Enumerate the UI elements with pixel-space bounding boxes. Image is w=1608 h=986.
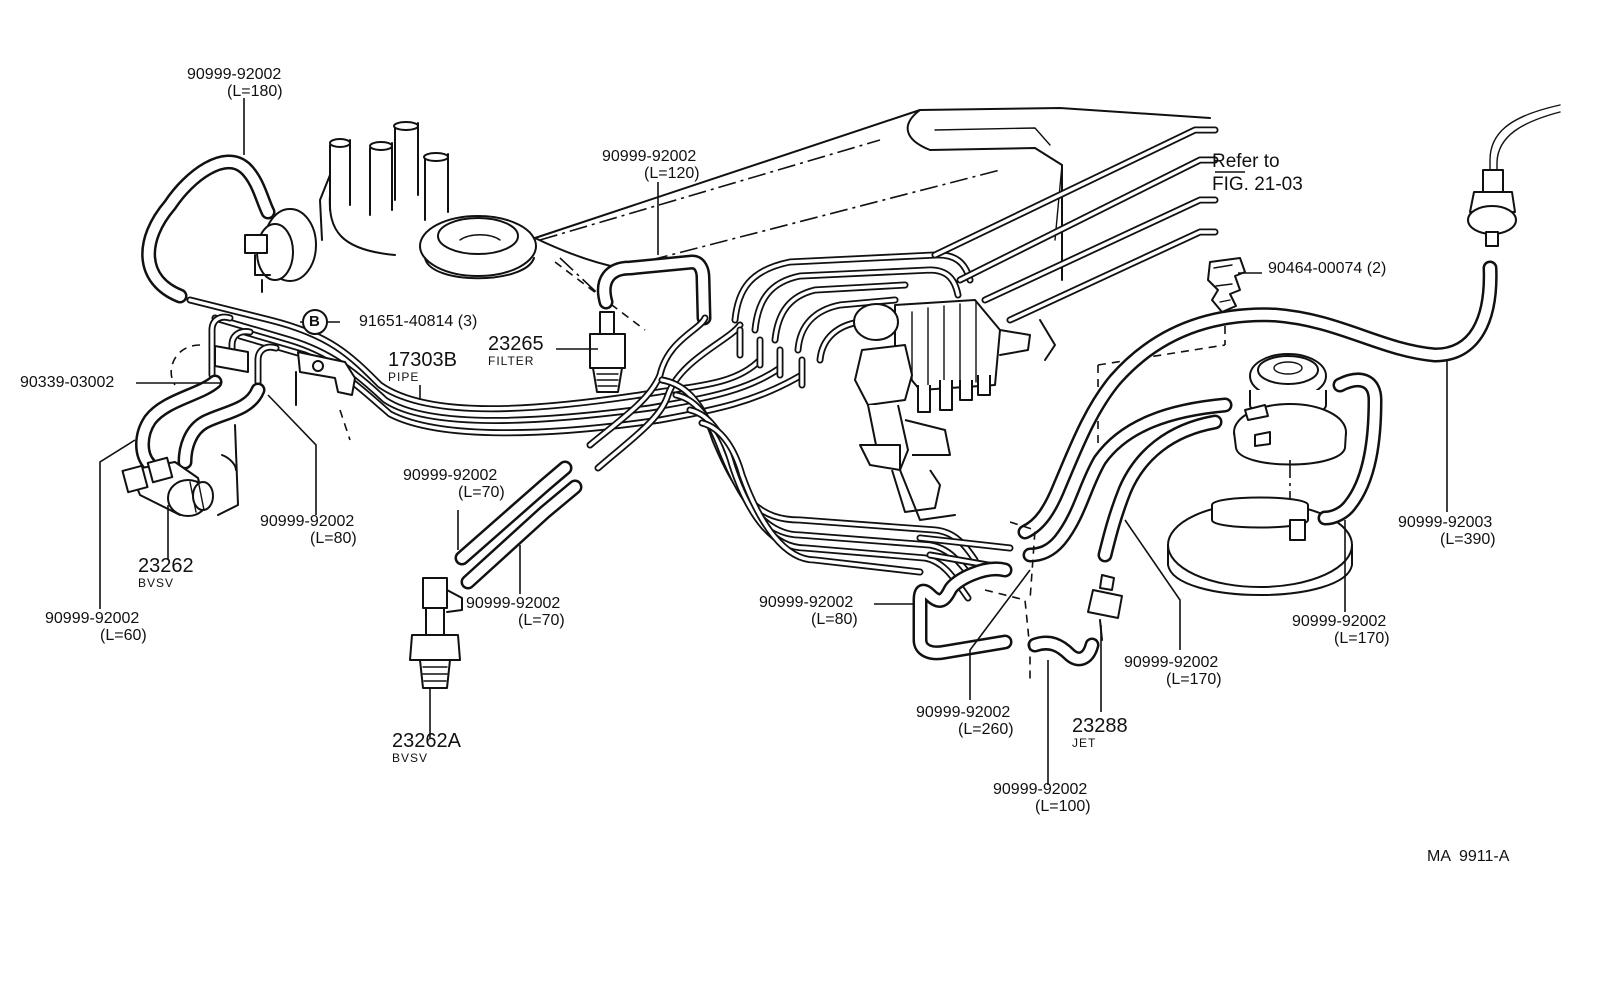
part-number: 90999-92002 — [260, 513, 355, 530]
label-jet-23288: 23288 JET — [1072, 716, 1128, 750]
part-number: 90999-92002 — [403, 467, 498, 484]
hose-l100 — [1027, 635, 1100, 667]
hose-l170-right — [1317, 372, 1383, 526]
label-hose-l390: 90999-92003 (L=390) — [1398, 514, 1496, 548]
part-name: PIPE — [388, 370, 420, 384]
label-clip-90464: 90464-00074 (2) — [1268, 260, 1386, 277]
filter-23265 — [589, 311, 626, 393]
hose-l170-mid — [1097, 414, 1223, 563]
part-number: 90999-92002 — [466, 595, 561, 612]
part-number: 17303B — [388, 349, 457, 371]
jet-23288 — [1087, 574, 1123, 641]
reference-line1: Refer to — [1212, 151, 1280, 172]
part-name: JET — [1072, 736, 1097, 750]
distributor-cap — [319, 121, 449, 256]
part-number: 91651-40814 (3) — [359, 313, 478, 330]
part-number: 90999-92003 — [1398, 514, 1493, 531]
label-bolt-91651: 91651-40814 (3) — [359, 313, 477, 330]
pipe-bundle-upper — [731, 126, 1245, 389]
hose-length: (L=120) — [644, 165, 700, 182]
part-number: 90464-00074 (2) — [1268, 260, 1387, 277]
reference-line2: FIG. 21-03 — [1212, 174, 1303, 195]
label-hose-l170-right: 90999-92002 (L=170) — [1292, 613, 1390, 647]
vacuum-actuator-left — [244, 208, 317, 293]
part-number: 90999-92002 — [1124, 654, 1219, 671]
part-name: FILTER — [488, 354, 535, 368]
hose-length: (L=100) — [1035, 798, 1091, 815]
marker-letter: B — [309, 313, 320, 330]
label-hose-l80-left: 90999-92002 (L=80) — [260, 513, 357, 547]
hose-l70-top — [454, 460, 573, 566]
leader-lines — [99, 98, 1448, 785]
part-name: BVSV — [392, 751, 429, 765]
part-number: 90339-03002 — [20, 374, 115, 391]
hose-length: (L=70) — [518, 612, 565, 629]
hose-l180 — [141, 154, 276, 304]
part-number: 23262A — [392, 730, 461, 752]
bolt-marker-circle — [302, 309, 328, 335]
sensor-top-right — [1467, 104, 1561, 247]
bvsv-23262a — [409, 577, 463, 689]
part-number: 23262 — [138, 555, 194, 577]
hose-length: (L=80) — [310, 530, 357, 547]
clip-left — [170, 344, 249, 386]
label-bvsv-23262a: 23262A BVSV — [392, 731, 461, 765]
hose-l120 — [596, 254, 712, 326]
label-bvsv-23262: 23262 BVSV — [138, 556, 194, 590]
label-hose-l60: 90999-92002 (L=60) — [45, 610, 147, 644]
label-clip-90339: 90339-03002 — [20, 374, 114, 391]
engine-outline-left — [217, 424, 239, 516]
label-hose-l70-top: 90999-92002 (L=70) — [403, 467, 505, 501]
hose-length: (L=80) — [811, 611, 858, 628]
part-number: 90999-92002 — [45, 610, 140, 627]
pipe-bracket-left — [295, 351, 356, 441]
hose-l70-bottom — [460, 479, 583, 590]
hose-length: (L=70) — [458, 484, 505, 501]
vsv-block — [853, 299, 1031, 521]
hose-length: (L=170) — [1166, 671, 1222, 688]
bvsv-23262 — [121, 456, 214, 517]
bolt-marker-letter: B — [309, 313, 320, 330]
pipe-bundle-center — [586, 314, 1014, 602]
part-number: 90999-92002 — [1292, 613, 1387, 630]
label-hose-l100: 90999-92002 (L=100) — [993, 781, 1091, 815]
label-reference: Refer to FIG. 21-03 — [1212, 150, 1303, 196]
egr-valve-lower — [1167, 496, 1353, 596]
label-hose-l80-mid: 90999-92002 (L=80) — [759, 594, 858, 628]
part-number: 90999-92002 — [759, 594, 854, 611]
label-hose-l70-bottom: 90999-92002 (L=70) — [466, 595, 565, 629]
hose-l80-left — [177, 382, 266, 470]
part-number: 90999-92002 — [187, 66, 282, 83]
label-hose-l260: 90999-92002 (L=260) — [916, 704, 1014, 738]
part-number: 23288 — [1072, 715, 1128, 737]
label-hose-l120: 90999-92002 (L=120) — [602, 148, 700, 182]
part-number: 23265 — [488, 333, 544, 355]
label-pipe-17303b: 17303B PIPE — [388, 350, 457, 384]
engine-head-cover — [534, 107, 1211, 361]
part-number: 90999-92002 — [602, 148, 697, 165]
hose-l60 — [135, 374, 223, 473]
part-number: 90999-92002 — [916, 704, 1011, 721]
part-number: 90999-92002 — [993, 781, 1088, 798]
label-filter-23265: 23265 FILTER — [488, 334, 544, 368]
hose-length: (L=170) — [1334, 630, 1390, 647]
part-name: BVSV — [138, 576, 175, 590]
label-hose-l170-mid: 90999-92002 (L=170) — [1124, 654, 1222, 688]
hose-l390 — [1017, 260, 1498, 540]
hose-l260 — [1022, 397, 1233, 563]
egr-modulator — [1233, 353, 1347, 505]
pipe-ends-right — [984, 521, 1036, 680]
diagram-id: MA 9911-A — [1427, 848, 1510, 865]
label-hose-l180: 90999-92002 (L=180) — [187, 66, 283, 100]
hose-length: (L=180) — [227, 83, 283, 100]
hose-length: (L=260) — [958, 721, 1014, 738]
hose-length: (L=390) — [1440, 531, 1496, 548]
hose-length: (L=60) — [100, 627, 147, 644]
hose-l80-mid — [912, 561, 1013, 661]
oil-filler-cap — [419, 215, 537, 280]
